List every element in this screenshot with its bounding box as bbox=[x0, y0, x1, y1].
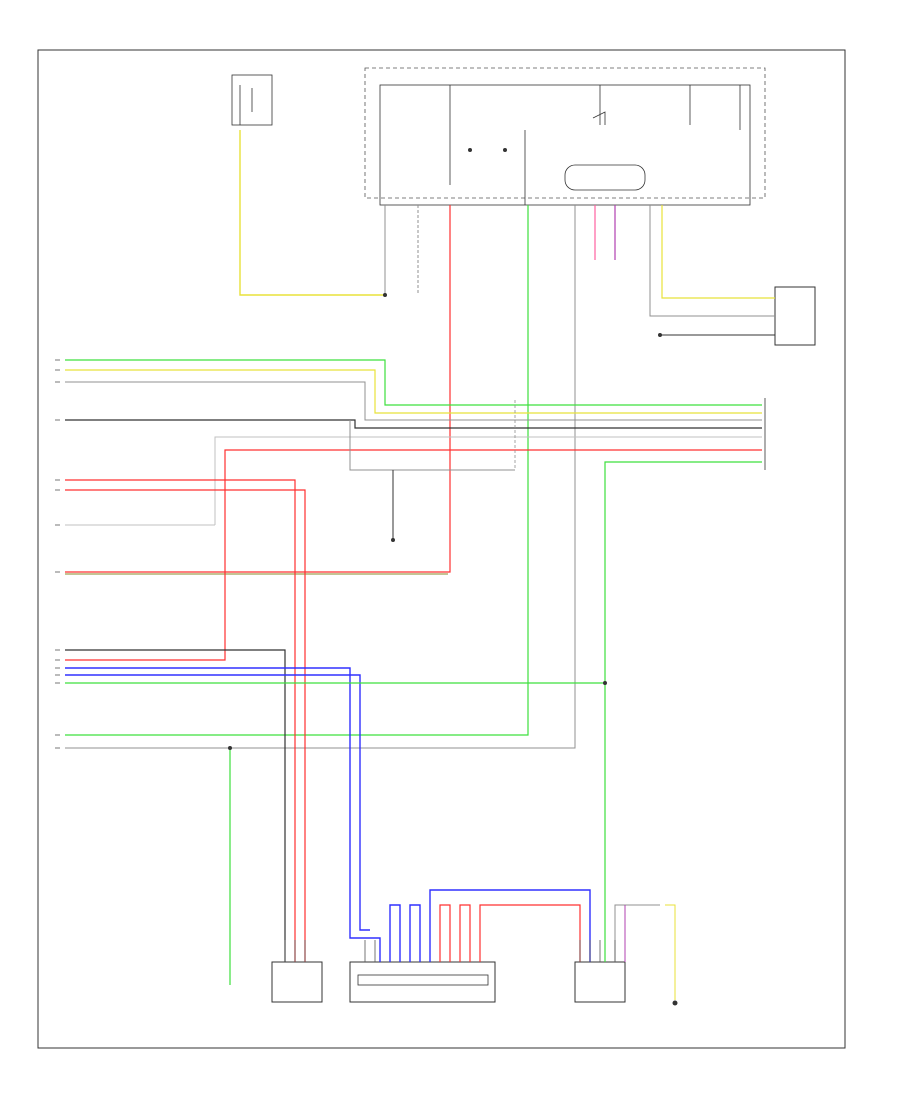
module-sensor bbox=[564, 164, 646, 191]
wire-blue-main-3 bbox=[429, 889, 591, 962]
relay-box bbox=[231, 74, 273, 126]
module-node-1 bbox=[468, 148, 472, 152]
diagram-frame bbox=[37, 49, 846, 1049]
wire-gray-right bbox=[649, 205, 775, 317]
left-pin-ticks bbox=[55, 359, 60, 749]
junction-green bbox=[603, 681, 607, 685]
junction-green-drop bbox=[228, 746, 232, 750]
wire-gray-bus bbox=[65, 381, 762, 421]
pin-marks bbox=[284, 940, 616, 962]
wire-blue-lower bbox=[65, 667, 381, 962]
ground-point bbox=[672, 1000, 678, 1006]
wire-green-bus-2 bbox=[604, 461, 762, 962]
wire-green-module bbox=[65, 205, 529, 736]
top-module-enclosure bbox=[364, 67, 766, 199]
module-switch bbox=[592, 111, 606, 125]
wire-red-main-1 bbox=[439, 904, 451, 962]
wire-black-bus bbox=[65, 419, 762, 429]
wire-lightgray-bus bbox=[214, 436, 762, 525]
wire-red-lower bbox=[65, 655, 226, 661]
connector-bottom-a bbox=[271, 961, 323, 1003]
connector-bottom-c bbox=[574, 961, 626, 1003]
wire-red-left-b bbox=[65, 489, 306, 962]
wire-blue-main-1 bbox=[389, 904, 401, 962]
module-node-2 bbox=[503, 148, 507, 152]
connector-bottom-main-inner bbox=[357, 974, 489, 986]
junction-dots bbox=[383, 293, 662, 542]
wire-gray-right-bottom bbox=[614, 904, 660, 962]
connector-bottom-main bbox=[349, 961, 496, 1003]
wire-relay-feed bbox=[239, 130, 385, 296]
control-unit-box bbox=[379, 84, 751, 206]
wire-gray-module bbox=[65, 205, 576, 749]
wire-yellow-right-bottom bbox=[665, 904, 676, 1000]
wire-red-main-3 bbox=[479, 904, 581, 962]
wire-yellow-bus bbox=[65, 369, 762, 414]
wire-green-bus bbox=[65, 359, 762, 406]
wire-blue-main-2 bbox=[409, 904, 421, 962]
wire-black-lower bbox=[65, 649, 286, 962]
wire-gray-branch bbox=[349, 420, 515, 471]
connector-top-right bbox=[774, 286, 816, 346]
wire-red-left-a bbox=[65, 479, 296, 962]
wire-red-main-2 bbox=[459, 904, 471, 962]
wire-red-bus bbox=[224, 449, 762, 655]
wire-red-module bbox=[65, 205, 451, 573]
wire-blue-lower-2 bbox=[65, 674, 370, 931]
wire-yellow-right bbox=[661, 205, 775, 299]
